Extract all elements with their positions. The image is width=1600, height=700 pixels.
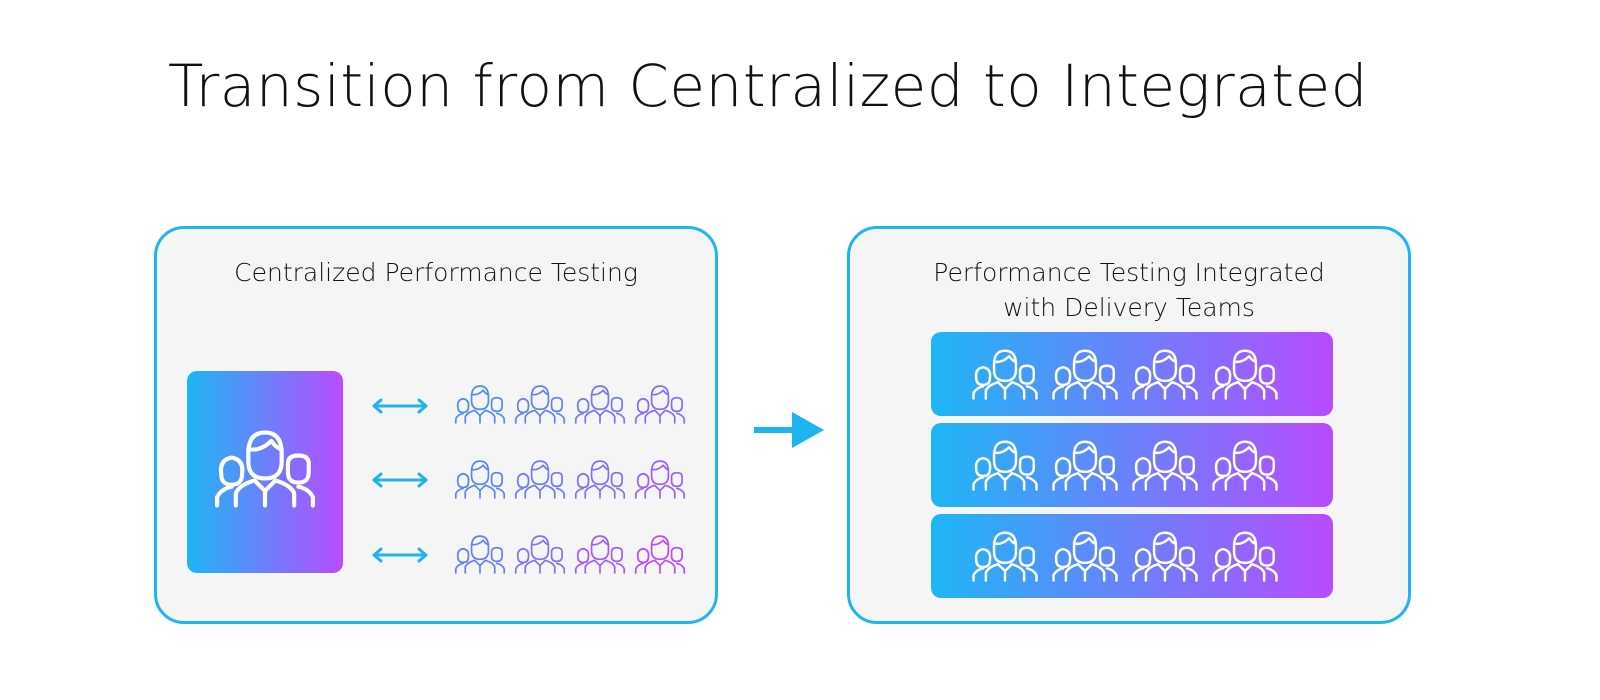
integrated-panel: Performance Testing Integrated with Deli… — [847, 226, 1411, 624]
team-icon — [1131, 439, 1199, 491]
page-title: Transition from Centralized to Integrate… — [168, 52, 1368, 120]
team-icon — [1051, 439, 1119, 491]
team-icon — [971, 530, 1039, 582]
team-icon — [1051, 530, 1119, 582]
team-icon — [574, 459, 626, 499]
integrated-panel-title-line2: with Delivery Teams — [1003, 293, 1255, 322]
team-icon — [1131, 348, 1199, 400]
double-arrow-icon — [372, 398, 428, 414]
delivery-team-band — [931, 332, 1333, 416]
team-icon — [1211, 439, 1279, 491]
right-arrow-icon — [754, 412, 824, 448]
team-icon — [971, 439, 1039, 491]
integrated-panel-title: Performance Testing Integrated with Deli… — [850, 255, 1408, 325]
team-icon — [574, 534, 626, 574]
team-icon — [454, 534, 506, 574]
team-icon — [454, 459, 506, 499]
team-icon — [1131, 530, 1199, 582]
team-icon — [634, 534, 686, 574]
delivery-team-band — [931, 514, 1333, 598]
double-arrow-icon — [372, 472, 428, 488]
delivery-team-band — [931, 423, 1333, 507]
team-icon — [634, 459, 686, 499]
central-team-box — [187, 371, 343, 573]
team-icon — [514, 534, 566, 574]
integrated-panel-title-line1: Performance Testing Integrated — [933, 258, 1325, 287]
team-icon — [215, 428, 315, 508]
team-icon — [514, 384, 566, 424]
centralized-panel-title: Centralized Performance Testing — [234, 258, 638, 287]
team-icon — [971, 348, 1039, 400]
team-icon — [514, 459, 566, 499]
double-arrow-icon — [372, 547, 428, 563]
team-icon — [454, 384, 506, 424]
team-icon — [1051, 348, 1119, 400]
team-icon — [1211, 348, 1279, 400]
team-icon — [574, 384, 626, 424]
centralized-panel: Centralized Performance Testing — [154, 226, 718, 624]
team-icon — [634, 384, 686, 424]
team-icon — [1211, 530, 1279, 582]
